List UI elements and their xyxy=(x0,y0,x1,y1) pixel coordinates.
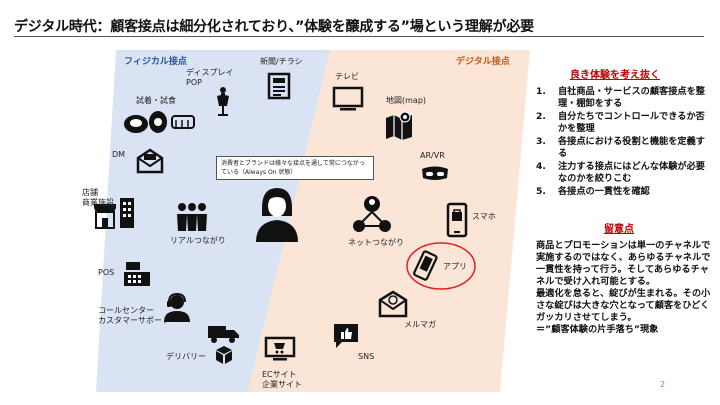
page-number: 2 xyxy=(660,380,666,389)
delivery-icon xyxy=(208,326,239,364)
physical-zone-label: フィジカル接点 xyxy=(124,57,187,67)
smartphone-icon xyxy=(446,202,468,238)
tv-icon xyxy=(332,86,364,111)
digital-zone xyxy=(248,50,530,392)
note-line: 商品とプロモーションは単一のチャネルで実施するのではなく、あらゆるチャネルで一貫… xyxy=(536,240,711,287)
step-item: 4.注力する接点にはどんな体験が必要なのかを絞りこむ xyxy=(536,161,705,184)
physical-zone xyxy=(96,50,330,392)
map-icon xyxy=(386,111,412,140)
cash-register-icon xyxy=(124,262,150,286)
label-newspaper: 新聞/チラシ xyxy=(260,57,303,66)
label-app: アプリ xyxy=(443,262,467,271)
label-smartphone: スマホ xyxy=(472,212,496,221)
label-map: 地図(map) xyxy=(386,96,427,105)
people-group-icon xyxy=(177,203,207,231)
network-icon xyxy=(353,196,391,232)
title-divider xyxy=(14,36,704,37)
newspaper-icon xyxy=(267,72,291,100)
store-icon xyxy=(94,198,134,229)
label-tv: テレビ xyxy=(335,72,359,81)
headset-operator-icon xyxy=(164,292,190,322)
vr-headset-icon xyxy=(422,166,448,180)
label-net-connections: ネットつながり xyxy=(348,238,404,247)
label-call-center: コールセンター カスタマーサポート xyxy=(98,306,170,325)
label-store: 店舗 商業施設 xyxy=(82,188,114,207)
step-item: 5.各接点の一貫性を確認 xyxy=(536,186,650,197)
label-arvr: AR/VR xyxy=(420,151,445,160)
step-item: 2.自分たちでコントロールできるか否かを整理 xyxy=(536,111,705,134)
step-item: 1.自社商品・サービスの顧客接点を整理・棚卸をする xyxy=(536,86,705,109)
page-title: デジタル時代：顧客接点は細分化されており、”体験を醸成する”場という理解が必要 xyxy=(14,19,534,35)
sampling-icon xyxy=(124,111,195,133)
digital-zone-label: デジタル接点 xyxy=(456,57,510,67)
heading-good-experience: 良き体験を考え抜く xyxy=(570,70,660,81)
label-ec-site: ECサイト 企業サイト xyxy=(262,370,302,389)
app-phone-icon xyxy=(413,250,438,281)
label-sns: SNS xyxy=(358,352,375,361)
ec-site-icon xyxy=(264,336,296,361)
app-highlight-circle xyxy=(406,242,476,290)
steps-list: 1.自社商品・サービスの顧客接点を整理・棚卸をする 2.自分たちでコントロールで… xyxy=(536,86,711,199)
label-pos: POS xyxy=(98,268,115,277)
always-on-callout: 消費者とブランドは様々な接点を通して常につながっている（Always On 状態… xyxy=(216,156,374,180)
label-dm: DM xyxy=(112,150,126,159)
mannequin-icon xyxy=(217,87,229,116)
mail-magazine-icon xyxy=(378,290,408,318)
label-sampling: 試着・試食 xyxy=(136,96,176,105)
note-line: 最適化を怠ると、綻びが生まれる。その小さな綻びは大きな穴となって顧客をひどくガッ… xyxy=(536,288,711,323)
label-real-connections: リアルつながり xyxy=(170,236,226,245)
caution-note: 商品とプロモーションは単一のチャネルで実施するのではなく、あらゆるチャネルで一貫… xyxy=(536,240,714,336)
envelope-icon xyxy=(136,148,164,174)
step-item: 3.各接点における役割と機能を定義する xyxy=(536,136,705,159)
label-display-pop: ディスプレイ POP xyxy=(186,68,234,87)
note-line: ＝”顧客体験の片手落ち”現象 xyxy=(536,324,659,335)
customer-person-icon xyxy=(256,188,298,242)
sns-like-icon xyxy=(334,324,358,348)
label-delivery: デリバリー xyxy=(166,352,206,361)
heading-caution-points: 留意点 xyxy=(604,224,634,235)
label-mail-magazine: メルマガ xyxy=(404,320,436,329)
